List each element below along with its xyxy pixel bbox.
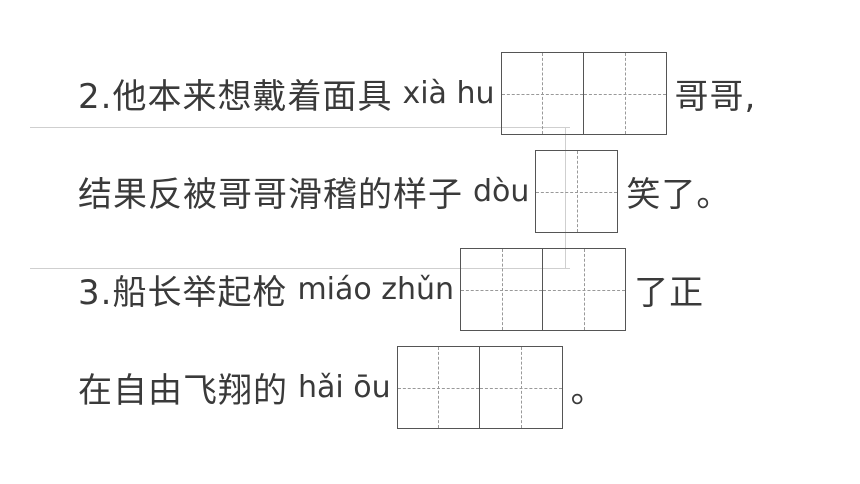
pinyin-hint: xià hu [402,76,495,111]
sentence-line-4: 在自由飞翔的 hǎi ōu 。 [78,346,606,429]
line-text: 结果反被哥哥滑稽的样子 [78,175,463,215]
line-text: 了正 [634,273,705,313]
sentence-line-1: 2.他本来想戴着面具 xià hu 哥哥, [78,52,756,135]
line-text: 3.船长举起枪 [78,273,288,313]
scan-guide-line [30,127,570,128]
answer-box[interactable] [460,248,544,331]
tianzige-answer-grid[interactable] [500,52,667,135]
line-text: 哥哥, [674,77,757,117]
answer-box[interactable] [479,346,563,429]
line-text: 笑了。 [626,175,732,215]
line-text: 2.他本来想戴着面具 [78,77,393,117]
sentence-line-2: 结果反被哥哥滑稽的样子 dòu 笑了。 [78,150,731,233]
scan-guide-line [30,268,570,269]
pinyin-hint: miáo zhǔn [297,272,455,307]
sentence-line-3: 3.船长举起枪 miáo zhǔn 了正 [78,248,704,331]
pinyin-hint: dòu [473,174,530,209]
line-text: 。 [570,371,606,411]
pinyin-hint: hǎi ōu [298,370,391,405]
answer-box[interactable] [500,52,584,135]
tianzige-answer-grid[interactable] [396,346,563,429]
scan-guide-line [565,127,566,268]
line-text: 在自由飞翔的 [78,371,288,411]
answer-box[interactable] [543,248,627,331]
answer-box[interactable] [535,150,619,233]
tianzige-answer-grid[interactable] [535,150,619,233]
tianzige-answer-grid[interactable] [460,248,627,331]
answer-box[interactable] [396,346,480,429]
answer-box[interactable] [583,52,667,135]
